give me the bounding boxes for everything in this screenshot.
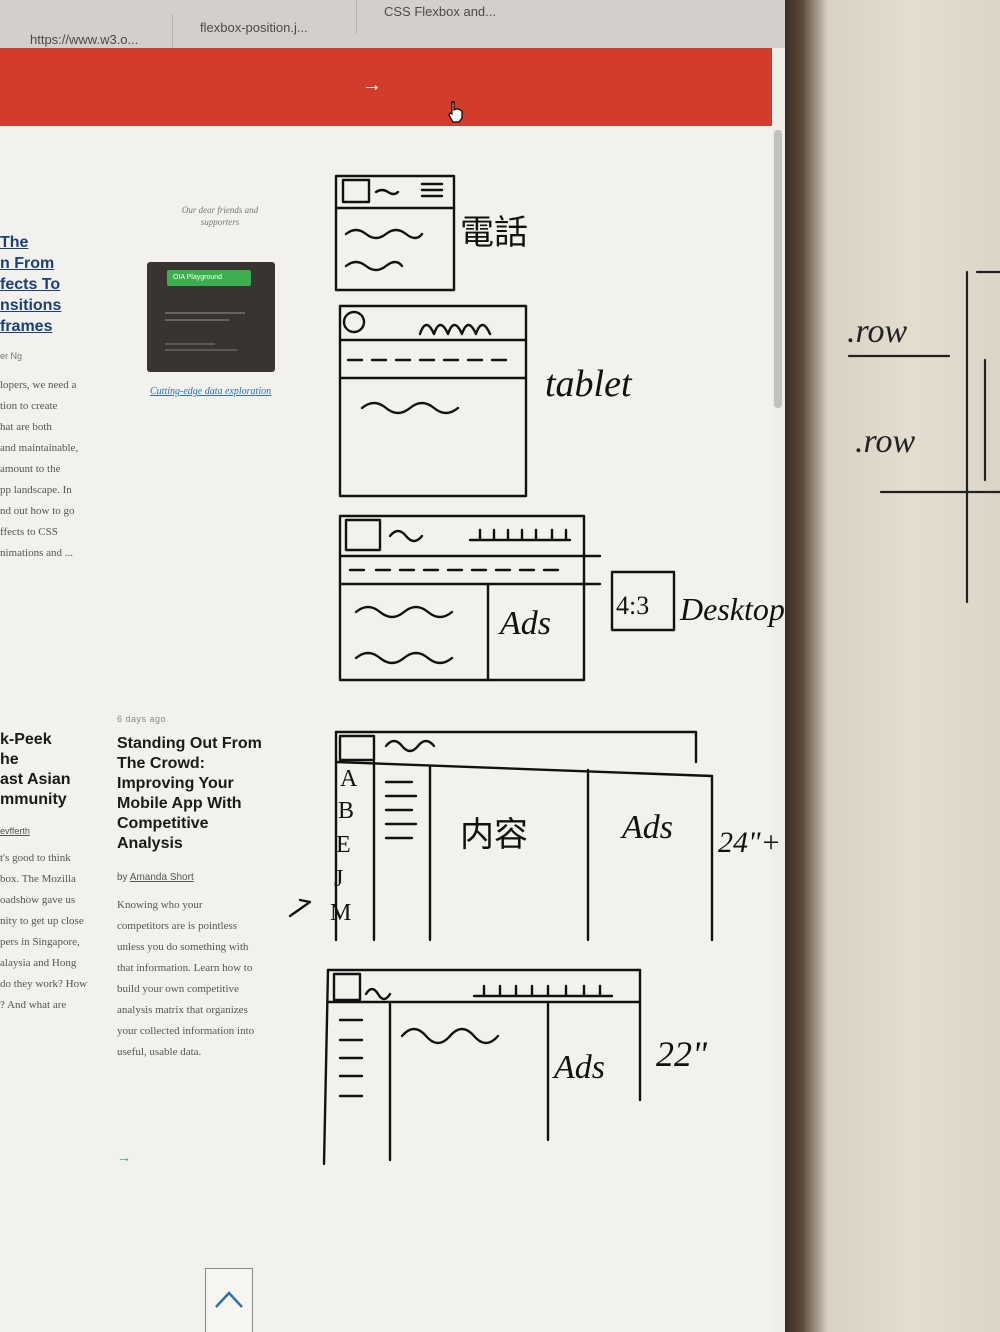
tab-divider bbox=[356, 0, 357, 34]
site-header-bar: → bbox=[0, 48, 772, 126]
scrollbar-thumb[interactable] bbox=[774, 130, 782, 408]
label-ads: Ads bbox=[552, 1049, 605, 1086]
phone-wireframe bbox=[334, 174, 456, 292]
desktop-22-wireframe bbox=[322, 968, 642, 1166]
tab-label: flexbox-position.j... bbox=[200, 20, 308, 35]
label-ratio: 4:3 bbox=[616, 591, 649, 620]
label-phone: 電話 bbox=[460, 214, 528, 252]
whiteboard-sketches: 電話 tablet Ads 4:3 Desktop bbox=[288, 174, 785, 1166]
chevron-up-icon bbox=[215, 1291, 243, 1308]
label-ads: Ads bbox=[620, 809, 673, 846]
tablet-wireframe bbox=[338, 304, 528, 498]
desktop-24-wireframe bbox=[288, 730, 714, 942]
back-to-top-button[interactable] bbox=[205, 1268, 253, 1332]
tab-label: https://www.w3.o... bbox=[30, 32, 139, 47]
article-byline: by Amanda Short bbox=[117, 872, 194, 883]
promo-code-lines bbox=[165, 312, 255, 351]
wall-sketch: .row .row bbox=[847, 270, 1000, 604]
sidebar-letter: B bbox=[338, 798, 354, 824]
tab-divider bbox=[172, 14, 173, 48]
label-ads: Ads bbox=[498, 605, 551, 642]
promo-button[interactable]: OIA Playground bbox=[167, 270, 251, 286]
article-author[interactable]: Amanda Short bbox=[129, 872, 194, 883]
supporters-text: Our dear friends and supporters bbox=[181, 205, 259, 227]
article-excerpt: t's good to think box. The Mozilla oadsh… bbox=[0, 852, 88, 1011]
browser-tab[interactable]: CSS Flexbox and... bbox=[358, 0, 548, 48]
label-row: .row bbox=[847, 313, 907, 350]
article-excerpt: lopers, we need a tion to create hat are… bbox=[0, 379, 79, 559]
whiteboard-wall: .row .row bbox=[785, 0, 1000, 1332]
sidebar-letter: M bbox=[330, 900, 351, 926]
browser-tab-bar: https://www.w3.o... flexbox-position.j..… bbox=[0, 0, 785, 48]
label-desktop: Desktop bbox=[679, 591, 785, 627]
label-tablet: tablet bbox=[545, 363, 633, 405]
sidebar-letter: A bbox=[340, 766, 358, 792]
label-row: .row bbox=[855, 423, 915, 460]
article-author[interactable]: er Ng bbox=[0, 351, 23, 361]
label-content: 内容 bbox=[460, 816, 528, 854]
browser-screen: https://www.w3.o... flexbox-position.j..… bbox=[0, 0, 785, 1332]
tab-label: CSS Flexbox and... bbox=[384, 4, 496, 19]
promo-card[interactable]: OIA Playground bbox=[147, 262, 275, 372]
article-title[interactable]: The n From fects To nsitions frames bbox=[0, 234, 62, 335]
article-title[interactable]: Standing Out From The Crowd: Improving Y… bbox=[117, 735, 262, 852]
article-card: The n From fects To nsitions frames er N… bbox=[0, 232, 110, 564]
sidebar-letter: J bbox=[334, 866, 343, 892]
sidebar-letter: E bbox=[336, 832, 351, 858]
article-card: 6 days ago Standing Out From The Crowd: … bbox=[117, 714, 287, 1165]
article-card: k-Peek he ast Asian mmunity evfferth t's… bbox=[0, 730, 110, 1016]
article-date: 6 days ago bbox=[117, 714, 167, 724]
header-arrow-icon[interactable]: → bbox=[362, 74, 382, 96]
browser-tab[interactable]: https://www.w3.o... bbox=[0, 0, 170, 48]
label-size-22: 22" bbox=[656, 1034, 708, 1074]
promo-caption-link[interactable]: Cutting-edge data exploration bbox=[150, 386, 272, 397]
article-title[interactable]: k-Peek he ast Asian mmunity bbox=[0, 731, 71, 808]
article-author[interactable]: evfferth bbox=[0, 826, 30, 836]
article-excerpt: Knowing who your competitors are is poin… bbox=[117, 899, 255, 1058]
read-more-arrow-icon[interactable]: → bbox=[117, 1149, 131, 1165]
browser-tab[interactable]: flexbox-position.j... bbox=[174, 0, 354, 48]
desktop-wireframe bbox=[338, 514, 676, 682]
hand-cursor-icon bbox=[448, 101, 463, 123]
label-size-24: 24"+ bbox=[718, 826, 781, 859]
